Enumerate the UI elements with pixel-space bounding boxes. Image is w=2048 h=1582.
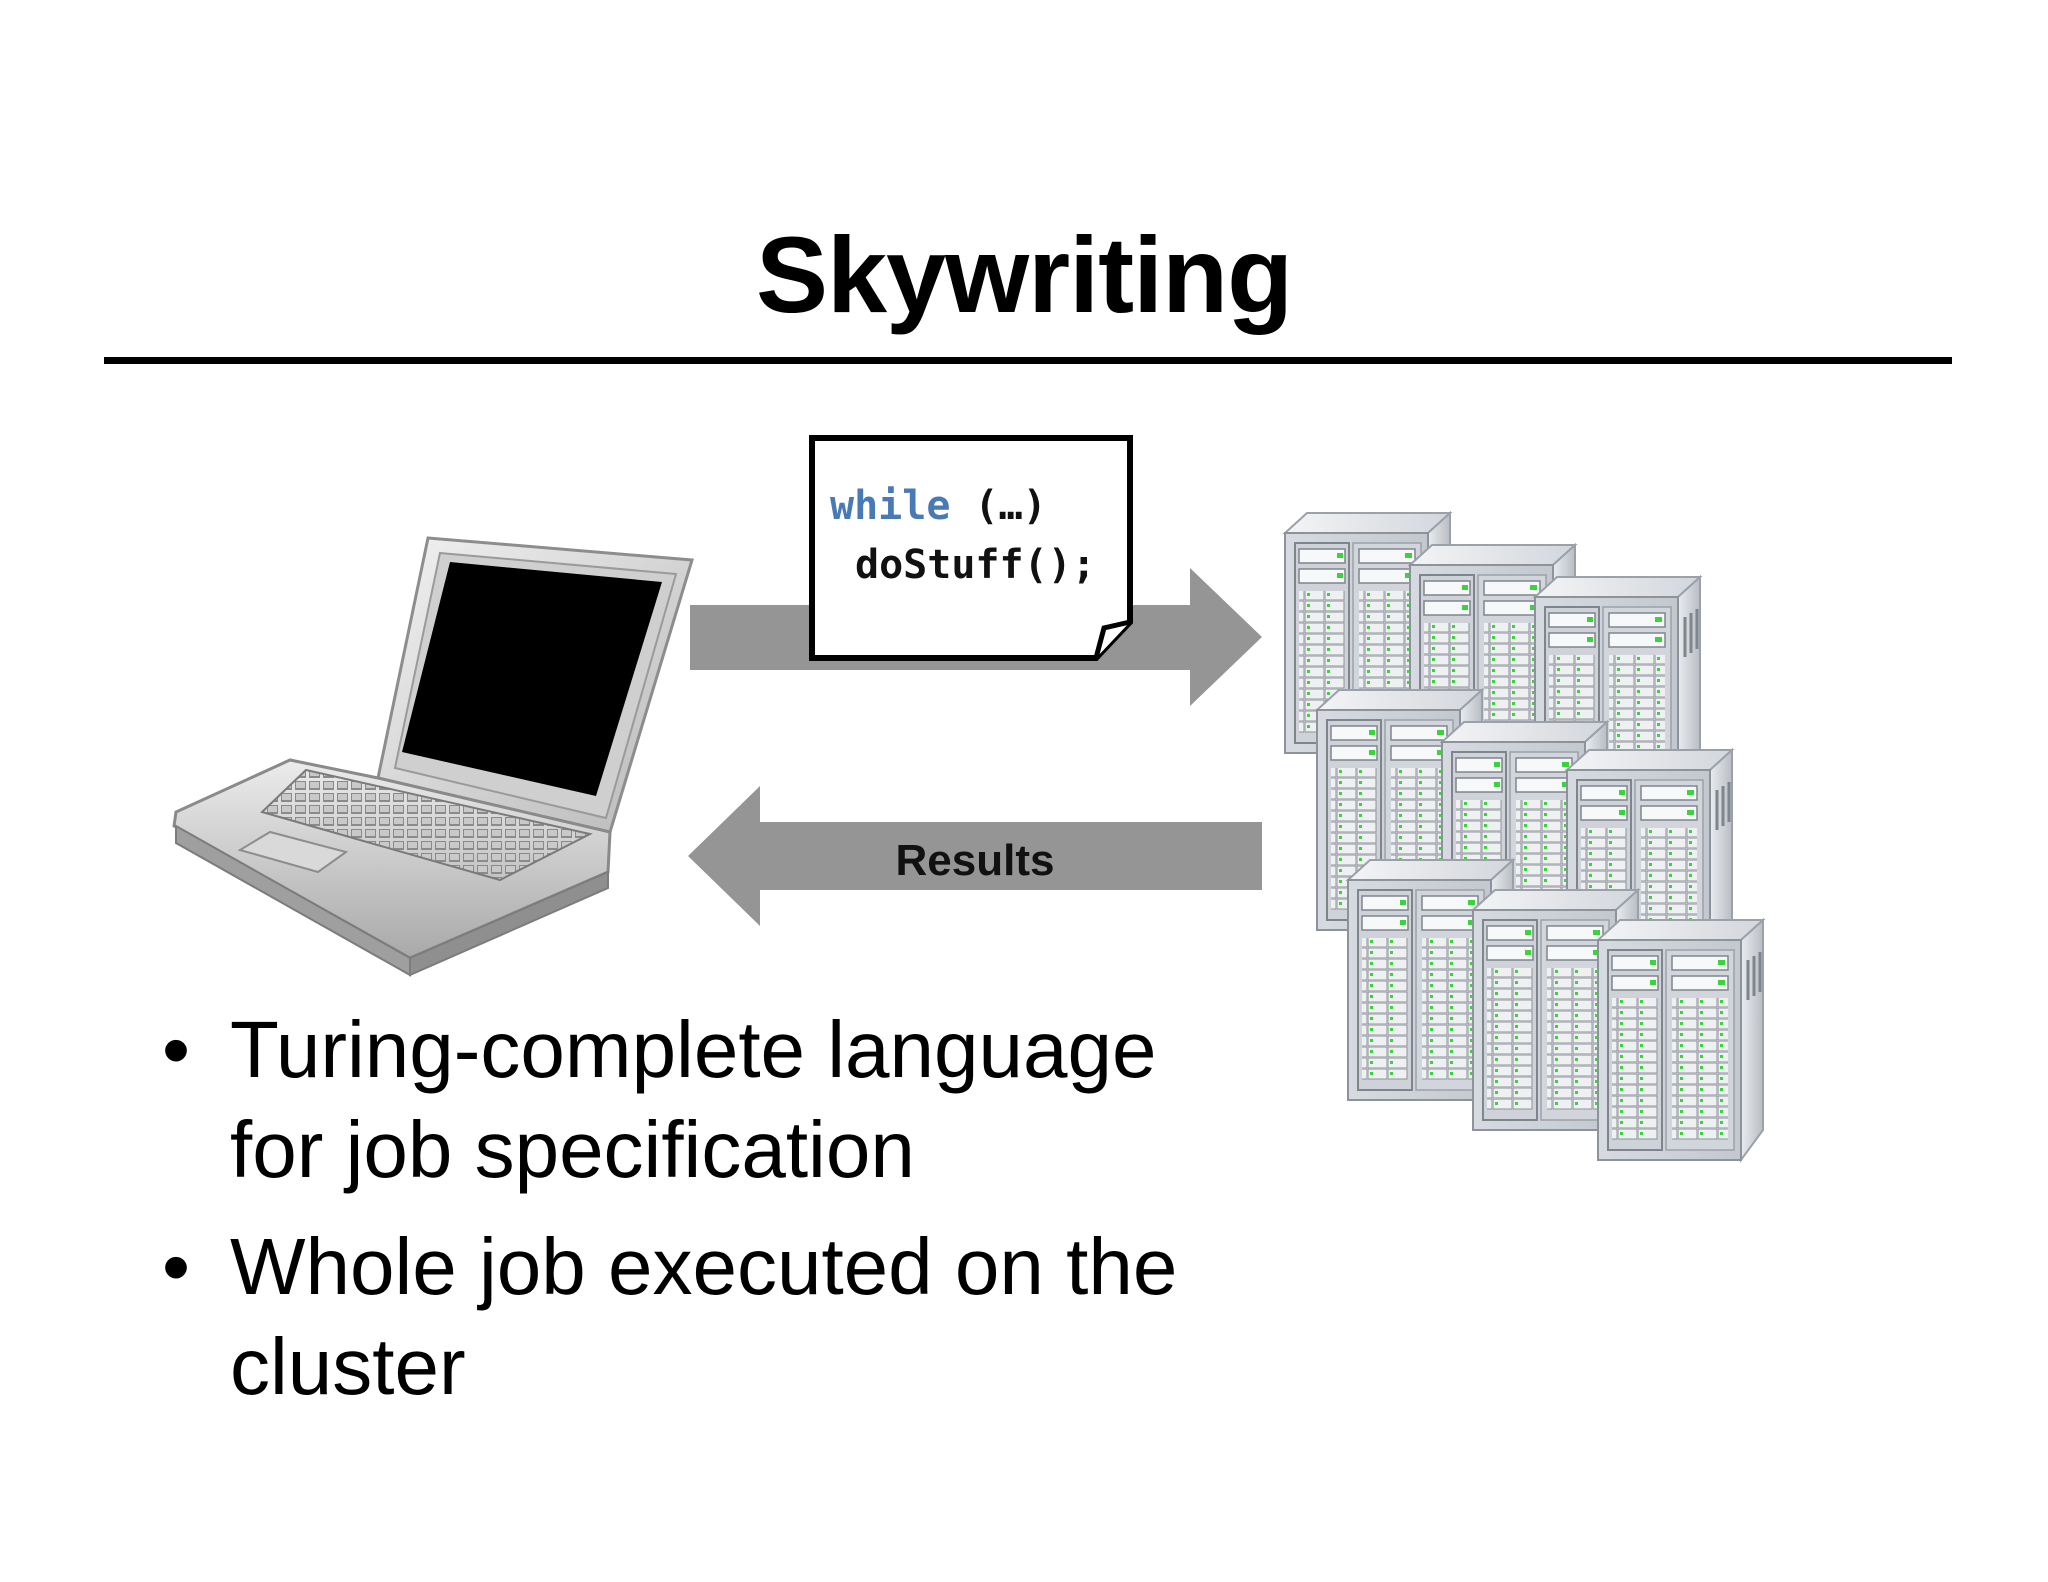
bullet-list: • Turing-complete language for job speci…: [150, 1000, 1250, 1434]
code-condition: (…): [950, 483, 1046, 529]
laptop-icon: [172, 536, 694, 977]
bullet-marker: •: [162, 1005, 191, 1094]
bullet-text-line: Turing-complete language: [230, 1005, 1157, 1094]
results-arrow: [688, 786, 1262, 926]
code-document-icon: while (…) doStuff();: [809, 435, 1133, 661]
bullet-text-line: Whole job executed on the: [230, 1222, 1178, 1311]
bullet-marker: •: [162, 1222, 191, 1311]
slide-title: Skywriting: [755, 214, 1293, 335]
title-divider: [104, 357, 1952, 364]
bullet-text-line: cluster: [230, 1322, 466, 1411]
bullet-text-line: for job specification: [230, 1105, 915, 1194]
server-cluster-icon: [1283, 511, 1765, 1162]
results-label: Results: [896, 836, 1055, 885]
bullet-item: • Turing-complete language for job speci…: [150, 1000, 1250, 1200]
code-line-2: doStuff();: [855, 542, 1096, 588]
svg-text:while (…): while (…): [830, 483, 1047, 529]
bullet-item: • Whole job executed on the cluster: [150, 1217, 1250, 1417]
code-keyword: while: [830, 483, 950, 529]
